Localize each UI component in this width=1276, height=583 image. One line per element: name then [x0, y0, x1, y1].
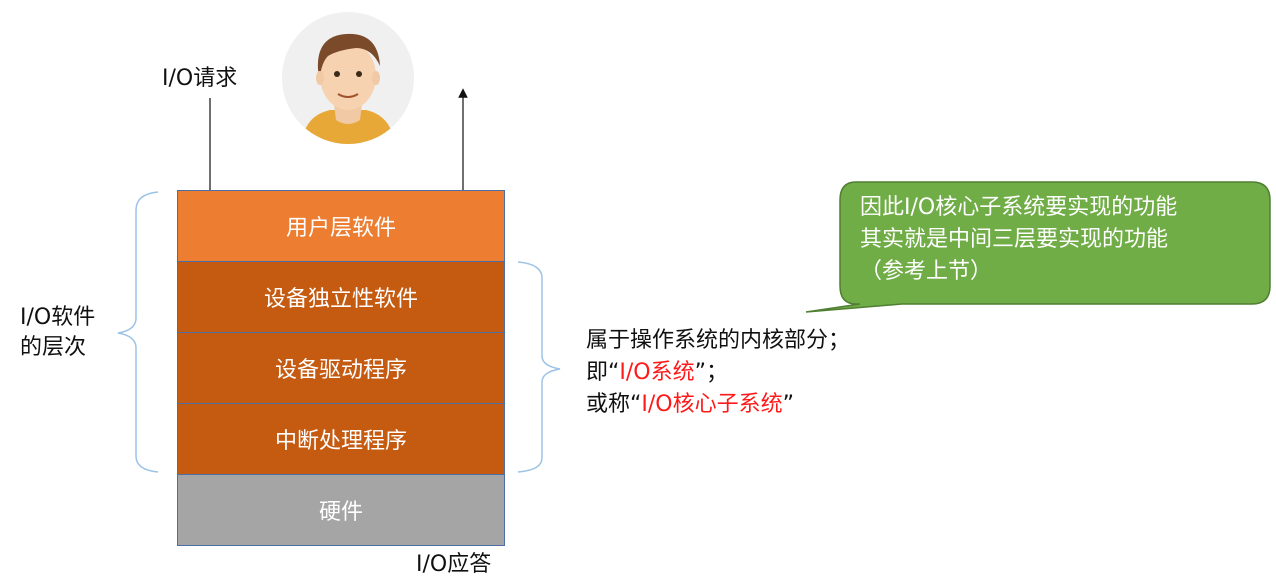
kernel-note-line3-prefix: 或称“ — [586, 392, 642, 417]
io-system-term: I/O系统 — [619, 360, 695, 385]
callout-text: 因此I/O核心子系统要实现的功能 其实就是中间三层要实现的功能 （参考上节） — [860, 192, 1177, 288]
layer-device-independent-software: 设备独立性软件 — [177, 261, 505, 333]
layer-interrupt-handler-label: 中断处理程序 — [274, 429, 407, 454]
io-response-label: I/O应答 — [416, 552, 492, 577]
layer-device-independent-software-label: 设备独立性软件 — [263, 287, 418, 312]
callout: 因此I/O核心子系统要实现的功能 其实就是中间三层要实现的功能 （参考上节） — [840, 182, 1270, 304]
left-bracket — [117, 191, 159, 473]
kernel-note-line2-suffix: ”； — [694, 360, 729, 385]
io-software-label-line1: I/O软件 — [20, 305, 96, 330]
kernel-note-line3-suffix: ” — [782, 392, 795, 417]
layer-device-driver-label: 设备驱动程序 — [274, 358, 407, 383]
callout-bubble — [805, 181, 1271, 313]
callout-line3: （参考上节） — [860, 259, 993, 284]
layer-device-driver: 设备驱动程序 — [177, 332, 505, 404]
right-bracket — [517, 261, 561, 473]
kernel-note-line1: 属于操作系统的内核部分； — [586, 328, 851, 353]
layer-hardware: 硬件 — [177, 474, 505, 546]
layer-user-software: 用户层软件 — [177, 190, 505, 262]
layer-interrupt-handler: 中断处理程序 — [177, 403, 505, 475]
layer-hardware-label: 硬件 — [318, 500, 363, 525]
kernel-note-line3: 或称“I/O核心子系统” — [586, 390, 794, 420]
callout-line2: 其实就是中间三层要实现的功能 — [860, 227, 1169, 252]
kernel-note-line2-prefix: 即“ — [586, 360, 620, 385]
person-avatar-icon — [282, 12, 414, 144]
callout-line1: 因此I/O核心子系统要实现的功能 — [860, 195, 1178, 220]
io-software-label-line2: 的层次 — [20, 335, 87, 360]
io-layer-stack: 用户层软件 设备独立性软件 设备驱动程序 中断处理程序 硬件 — [177, 190, 505, 546]
kernel-note-line2: 即“I/O系统”； — [586, 358, 728, 388]
layer-user-software-label: 用户层软件 — [285, 216, 396, 241]
io-request-label: I/O请求 — [162, 66, 238, 91]
io-core-subsystem-term: I/O核心子系统 — [641, 392, 783, 417]
